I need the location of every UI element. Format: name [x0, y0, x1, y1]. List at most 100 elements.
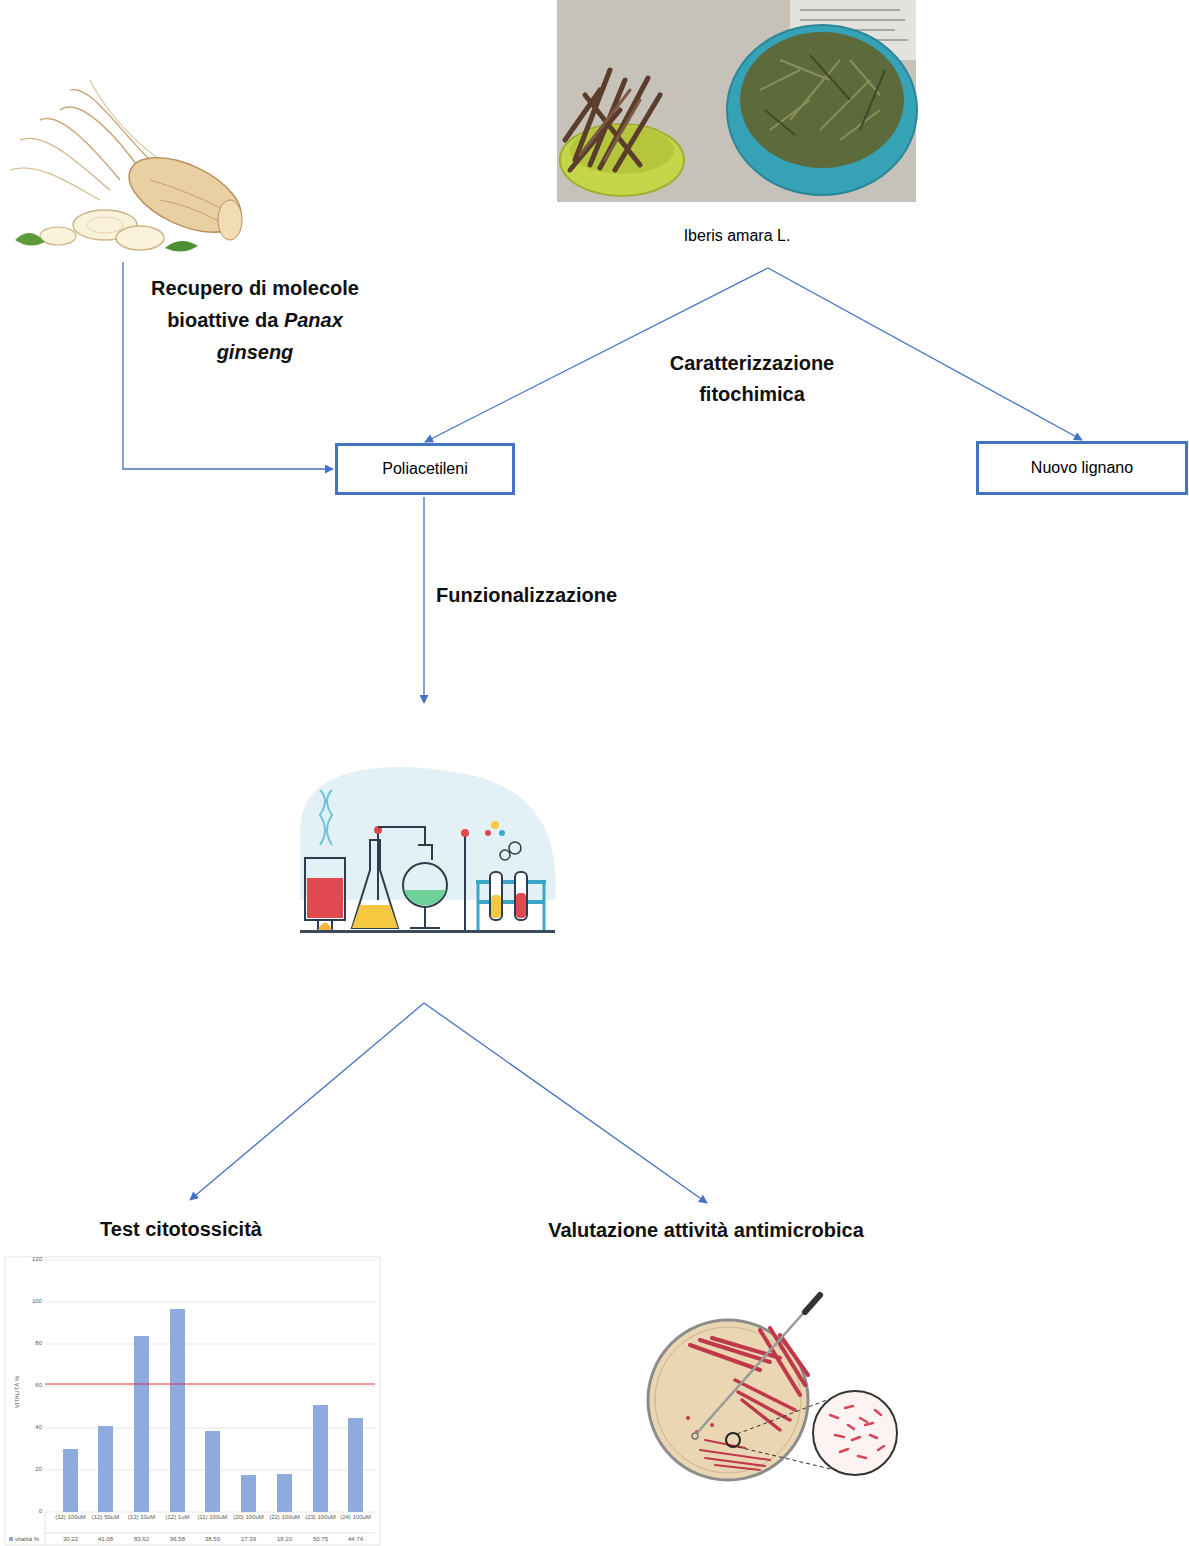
illustration-part: [418, 845, 432, 860]
axis-tick: 120: [20, 1256, 42, 1264]
illustration-part: [45, 1260, 375, 1512]
illustration-part: [710, 1423, 714, 1427]
illustration-part: [40, 118, 120, 180]
illustration-part: [760, 60, 880, 140]
petri-dish-illustration: [648, 1295, 897, 1480]
illustration-part: [516, 893, 526, 918]
axis-tick: 100: [20, 1298, 42, 1306]
table-cell: 17.39: [233, 1536, 265, 1543]
illustration-part: [277, 1474, 292, 1512]
illustration-part: [727, 25, 917, 195]
axis-tick: 20: [20, 1466, 42, 1474]
illustration-part: [700, 1440, 770, 1470]
process-box: Poliacetileni: [335, 443, 515, 495]
illustration-part: [557, 0, 916, 202]
illustration-part: [697, 1300, 815, 1433]
table-cell: 50.75: [305, 1536, 337, 1543]
illustration-part: [45, 1383, 375, 1384]
illustration-part: [404, 890, 446, 905]
illustration-part: [60, 107, 140, 170]
illustration-part: [830, 1406, 884, 1458]
section-heading: Test citotossicità: [31, 1216, 331, 1242]
illustration-part: [348, 1418, 363, 1512]
illustration-part: [500, 850, 510, 860]
illustration-part: [241, 1475, 256, 1512]
branch-arrow: [424, 1003, 707, 1203]
illustration-part: [5, 1257, 380, 1545]
illustration-part: [377, 830, 379, 900]
illustration-part: [170, 1309, 185, 1512]
process-box: Nuovo lignano: [976, 441, 1188, 495]
illustration-part: [307, 878, 343, 918]
legend-swatch: [9, 1537, 13, 1541]
illustration-part: [63, 1449, 78, 1512]
node-text: Iberis amara L.: [684, 227, 791, 245]
illustration-part: [726, 1433, 740, 1447]
illustration-part: [87, 217, 123, 233]
illustration-part: [300, 930, 555, 933]
illustration-part: [318, 923, 332, 931]
illustration-part: [765, 55, 885, 135]
illustration-part: [305, 858, 345, 920]
category-label: (24) 100uM: [340, 1514, 372, 1521]
node-text: Poliacetileni: [382, 460, 467, 478]
illustration-part: [165, 241, 198, 252]
illustration-part: [320, 790, 325, 845]
category-label: (23) 100uM: [305, 1514, 337, 1521]
ginseng-caption: Recupero di molecole bioattive daPanax g…: [130, 272, 380, 368]
illustration-part: [10, 168, 100, 200]
illustration-part: [150, 180, 225, 210]
illustration-part: [90, 80, 160, 160]
illustration-part: [410, 907, 440, 928]
axis-title: VITALITÀ %: [14, 1362, 22, 1422]
illustration-part: [735, 1380, 795, 1430]
cytotoxicity-chart: [5, 1257, 380, 1545]
illustration-part: [515, 872, 527, 920]
illustration-part: [499, 830, 505, 836]
category-label: (12) 1uM: [162, 1514, 194, 1521]
axis-tick: 40: [20, 1424, 42, 1432]
category-label: (22) 100uM: [269, 1514, 301, 1521]
illustration-part: [15, 233, 45, 246]
illustration-part: [490, 872, 502, 920]
table-cell: 44.74: [340, 1536, 372, 1543]
table-cell: 83.62: [126, 1536, 158, 1543]
lab-illustration: [300, 767, 556, 933]
illustration-part: [378, 827, 425, 845]
illustration-part: [690, 1328, 808, 1395]
illustration-part: [318, 920, 332, 930]
edge-label: Caratterizzazione fitochimica: [622, 348, 882, 410]
illustration-part: [116, 226, 164, 250]
axis-tick: 60: [20, 1382, 42, 1390]
axis-tick: 80: [20, 1340, 42, 1348]
illustration-part: [692, 1433, 698, 1439]
illustration-part: [740, 32, 904, 168]
step-label: Funzionalizzazione: [436, 582, 617, 608]
illustration-part: [134, 1336, 149, 1512]
table-cell: 30.22: [55, 1536, 87, 1543]
illustration-part: [98, 1426, 113, 1512]
species-caption: Iberis amara L.: [577, 210, 897, 262]
illustration-part: [160, 200, 220, 222]
branch-arrow: [190, 1003, 424, 1200]
illustration-part: [218, 200, 242, 240]
illustration-part: [352, 905, 398, 928]
illustration-part: [805, 1295, 820, 1312]
flow-lines: [123, 262, 707, 1203]
illustration-part: [491, 895, 501, 918]
illustration-part: [352, 840, 398, 928]
axis-tick: 0: [20, 1508, 42, 1516]
category-label: (12) 100uM: [55, 1514, 87, 1521]
illustration-part: [45, 1512, 375, 1545]
illustration-part: [491, 821, 499, 829]
illustration-part: [509, 842, 521, 854]
illustration-part: [461, 829, 469, 837]
iberis-photo: [557, 0, 917, 202]
illustration-part: [813, 1391, 897, 1475]
illustration-part: [464, 835, 466, 930]
illustration-part: [485, 830, 491, 836]
legend-text: vitalità %: [15, 1536, 39, 1544]
illustration-part: [478, 880, 544, 930]
